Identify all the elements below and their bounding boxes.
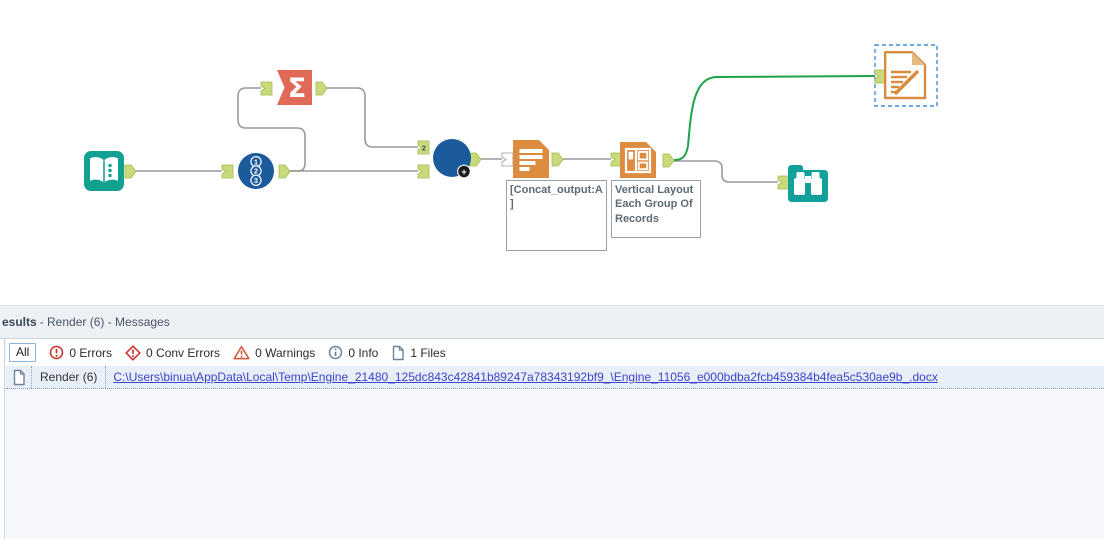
results-subtitle: - Render (6) - Messages (39, 315, 170, 329)
wire-layout-browse[interactable] (674, 160, 778, 183)
input-anchor[interactable] (417, 140, 430, 155)
filter-all-button[interactable]: All (9, 343, 37, 362)
binoculars-icon (794, 172, 822, 195)
union-connection-number: 2 (422, 146, 426, 153)
report-text-tool[interactable] (513, 140, 549, 178)
selection-box (874, 44, 938, 107)
input-anchor[interactable] (777, 175, 790, 190)
plus-badge-icon: + (457, 164, 471, 179)
filter-conv-errors-label: 0 Conv Errors (146, 345, 221, 360)
filter-info-label: 0 Info (348, 345, 379, 360)
results-left-border (0, 339, 5, 539)
results-body: All 0 Errors 0 Conv Errors 0 Wa (0, 339, 1104, 539)
svg-text:3: 3 (254, 176, 258, 185)
results-panel-header: esults - Render (6) - Messages (0, 305, 1104, 339)
svg-text:1: 1 (254, 157, 258, 166)
workflow-canvas[interactable]: 2 1 2 3 (0, 0, 1104, 305)
text-lines-icon (519, 149, 543, 171)
warning-triangle-icon (233, 345, 250, 360)
info-circle-icon (329, 345, 343, 360)
render-tool[interactable] (884, 51, 927, 100)
output-anchor[interactable] (124, 164, 137, 179)
wire-layout-render-selected[interactable] (673, 75, 876, 161)
output-anchor[interactable] (469, 152, 482, 167)
file-page-icon (13, 369, 25, 385)
svg-text:2: 2 (254, 167, 258, 176)
layout-grid-icon (624, 147, 652, 174)
results-title: esults (2, 315, 37, 329)
filter-files[interactable]: 1 Files (391, 345, 446, 361)
annotation-vertical-layout[interactable]: Vertical Layout Each Group Of Records (611, 180, 701, 238)
filter-info[interactable]: 0 Info (328, 345, 378, 360)
conv-error-diamond-icon (125, 344, 141, 361)
filter-errors-label: 0 Errors (69, 345, 113, 360)
message-row[interactable]: Render (6) C:\Users\binua\AppData\Local\… (6, 366, 1104, 389)
input-anchor[interactable] (417, 164, 430, 179)
annotation-concat-output[interactable]: [Concat_output:A ] (506, 180, 607, 251)
input-anchor-hollow[interactable] (501, 152, 514, 167)
layout-tool[interactable] (620, 142, 656, 178)
numbered-list-icon: 1 2 3 (250, 155, 262, 186)
wire-recordid-summarize[interactable] (237, 87, 306, 172)
output-anchor[interactable] (278, 164, 291, 179)
output-anchor[interactable] (315, 81, 328, 96)
filter-warnings[interactable]: 0 Warnings (233, 345, 315, 360)
open-book-icon (90, 157, 118, 183)
files-page-icon (393, 345, 405, 360)
input-anchor[interactable] (221, 164, 234, 179)
error-circle-icon (50, 345, 64, 360)
filter-files-label: 1 Files (410, 345, 446, 360)
summarize-tool[interactable]: Σ (277, 70, 312, 105)
output-anchor[interactable] (662, 153, 675, 168)
browse-tool[interactable] (788, 165, 828, 202)
filter-warnings-label: 0 Warnings (255, 345, 316, 360)
record-id-tool[interactable]: 1 2 3 (238, 153, 274, 189)
report-pencil-icon (891, 70, 919, 95)
text-input-tool[interactable] (84, 151, 124, 191)
sigma-icon: Σ (288, 73, 306, 104)
union-tool[interactable]: + (433, 139, 471, 179)
input-anchor[interactable] (260, 81, 273, 96)
svg-text:+: + (461, 167, 467, 178)
filter-errors[interactable]: 0 Errors (49, 345, 112, 360)
output-file-link[interactable]: C:\Users\binua\AppData\Local\Temp\Engine… (113, 370, 938, 384)
results-filter-toolbar: All 0 Errors 0 Conv Errors 0 Wa (6, 339, 1104, 366)
filter-conv-errors[interactable]: 0 Conv Errors (125, 344, 221, 361)
output-anchor[interactable] (551, 152, 564, 167)
message-source: Render (6) (32, 366, 107, 388)
wire-summarize-union[interactable] (327, 87, 418, 148)
